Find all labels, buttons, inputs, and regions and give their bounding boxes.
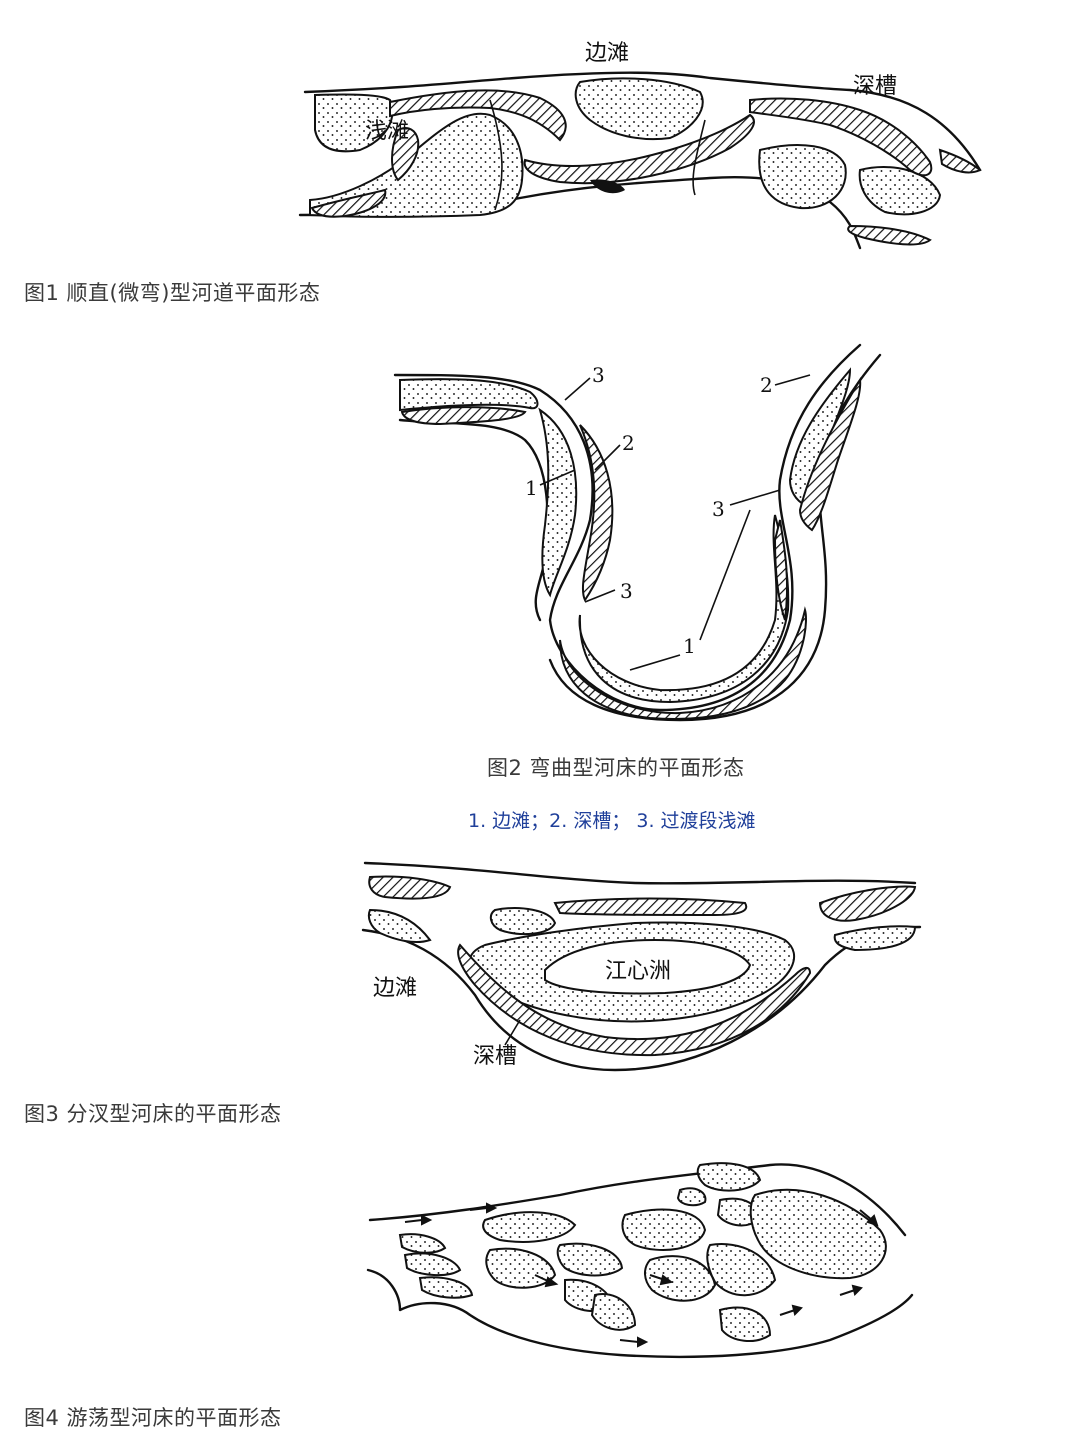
fig2-callout-3-right: 3: [712, 497, 725, 521]
figure-4-caption: 图4 游荡型河床的平面形态: [24, 1406, 282, 1430]
figure-2-legend: 1. 边滩；2. 深槽； 3. 过渡段浅滩: [468, 810, 756, 832]
figure-2-meandering-channel: 3 2 1 3 2 3 1: [393, 343, 882, 722]
fig1-label-bank-shoal: 边滩: [585, 41, 629, 66]
fig3-label-island: 江心洲: [605, 959, 671, 984]
figure-1-straight-channel: 边滩 深槽 浅滩: [298, 41, 982, 250]
fig2-callout-2-right: 2: [760, 373, 773, 397]
figure-1-caption: 图1 顺直(微弯)型河道平面形态: [24, 281, 321, 305]
figure-3-braided-channel: 江心洲 边滩 深槽: [361, 861, 922, 1072]
fig2-callout-2-left: 2: [622, 431, 635, 455]
fig1-label-shallow-shoal: 浅滩: [365, 119, 409, 144]
fig1-label-deep-trough: 深槽: [853, 74, 897, 99]
figure-3-caption: 图3 分汊型河床的平面形态: [24, 1102, 282, 1126]
fig2-callout-3-bend: 3: [620, 579, 633, 603]
fig2-callout-1-left: 1: [525, 476, 538, 500]
fig2-callout-1-bottom: 1: [683, 634, 696, 658]
figure-2-caption: 图2 弯曲型河床的平面形态: [487, 756, 745, 780]
figure-4-wandering-channel: [366, 1162, 914, 1359]
fig3-label-bank-shoal: 边滩: [373, 976, 417, 1001]
fig2-callout-3-top: 3: [592, 363, 605, 387]
fig3-label-deep-trough: 深槽: [473, 1044, 517, 1069]
